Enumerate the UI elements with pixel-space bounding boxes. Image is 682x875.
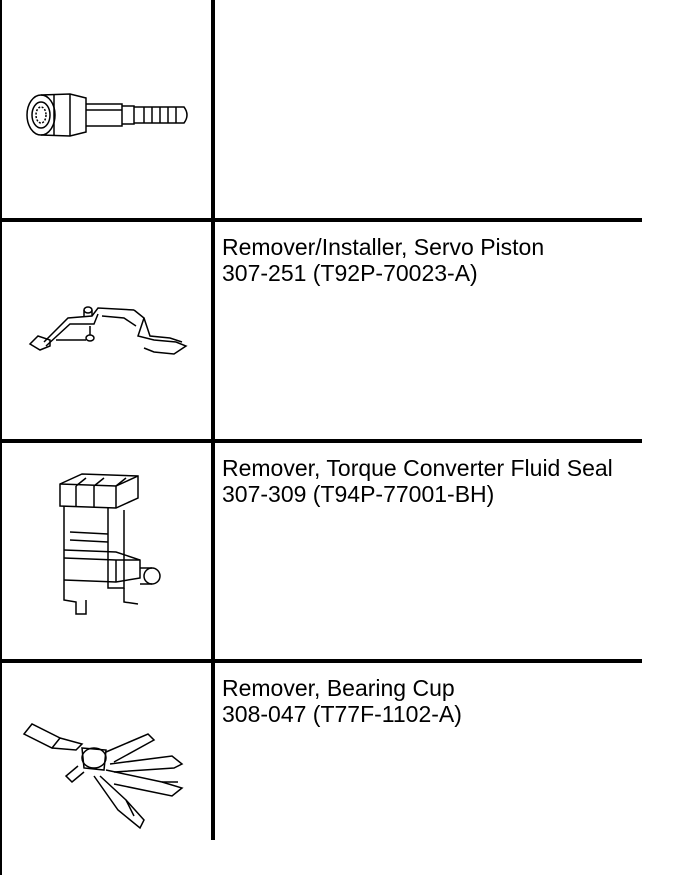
servo-piston-tool-icon — [26, 296, 190, 366]
tool-2-number: 307-251 (T92P-70023-A) — [222, 260, 478, 286]
column-divider — [211, 0, 215, 840]
tool-3-name: Remover, Torque Converter Fluid Seal — [222, 455, 613, 481]
tool-3-text: Remover, Torque Converter Fluid Seal 307… — [222, 455, 662, 507]
fitting-adapter-icon — [24, 80, 194, 150]
tool-4-number: 308-047 (T77F-1102-A) — [222, 701, 462, 727]
tool-4-text: Remover, Bearing Cup 308-047 (T77F-1102-… — [222, 675, 662, 727]
row-divider-1 — [0, 218, 642, 222]
row-divider-2 — [0, 439, 642, 443]
row-divider-3 — [0, 659, 642, 663]
tool-4-name: Remover, Bearing Cup — [222, 675, 455, 701]
tool-2-name: Remover/Installer, Servo Piston — [222, 234, 545, 260]
outer-left-border — [0, 0, 2, 875]
tool-2-text: Remover/Installer, Servo Piston 307-251 … — [222, 234, 662, 286]
seal-remover-tool-icon — [42, 470, 168, 618]
tool-3-number: 307-309 (T94P-77001-BH) — [222, 481, 495, 507]
bearing-cup-remover-icon — [22, 720, 192, 830]
